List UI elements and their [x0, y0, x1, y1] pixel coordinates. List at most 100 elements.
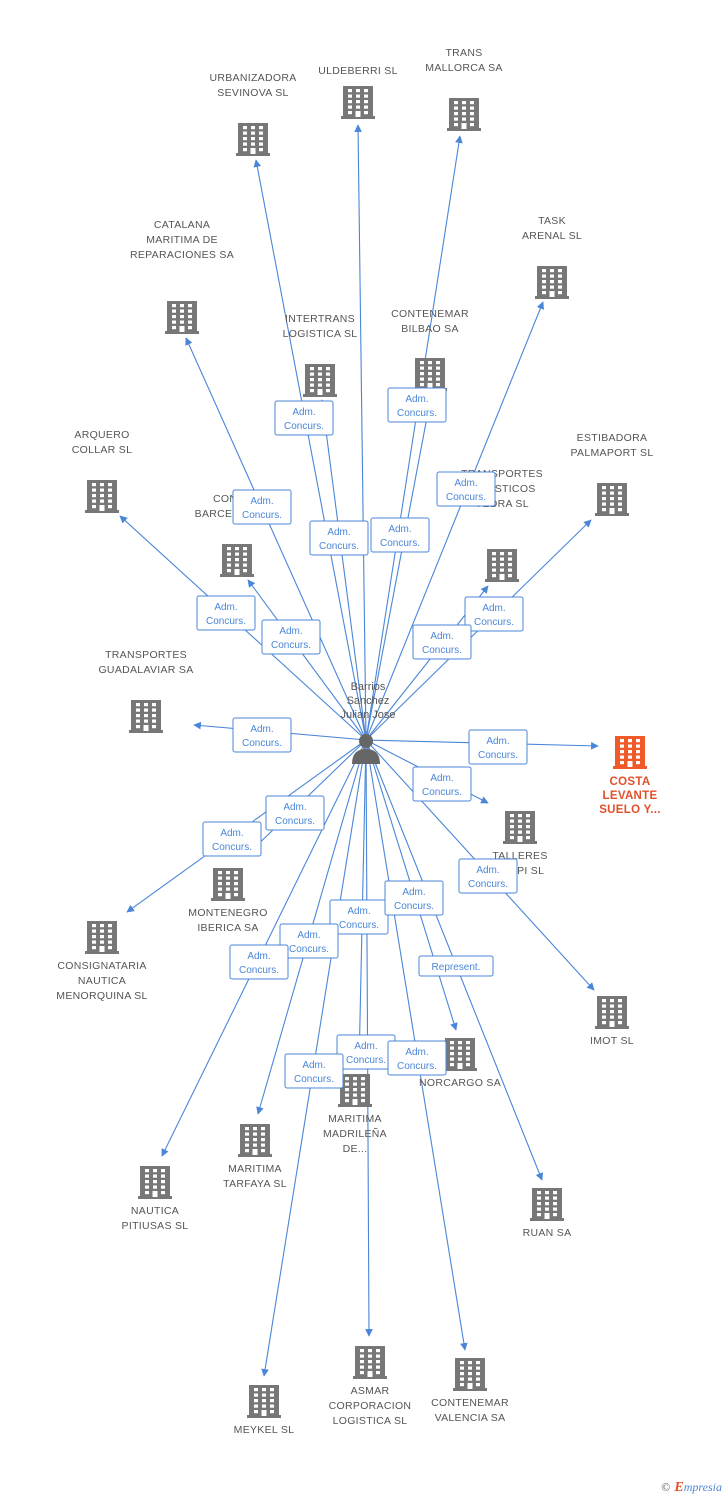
relation-text: Adm. [302, 1060, 325, 1071]
company-label-line: CONSIGNATARIA [57, 960, 146, 972]
relation-label-ruan[interactable]: Adm.Concurs. [384, 880, 444, 916]
relation-text: Concurs. [339, 920, 379, 931]
relation-label-estibadora[interactable]: Adm.Concurs. [464, 596, 524, 632]
relation-box [309, 520, 369, 556]
relation-label-urbanizadora[interactable]: Adm.Concurs. [232, 489, 292, 525]
building-icon[interactable] [443, 1038, 477, 1071]
relation-label-maritima-tarfaya[interactable]: Adm.Concurs. [279, 923, 339, 959]
building-icon[interactable] [85, 480, 119, 513]
building-icon[interactable] [447, 98, 481, 131]
relation-label-costa-levante[interactable]: Adm.Concurs. [468, 729, 528, 765]
relation-text: Concurs. [242, 738, 282, 749]
relation-label-imot[interactable]: Adm.Concurs. [458, 858, 518, 894]
relation-label-transportes-vedra[interactable]: Adm.Concurs. [412, 624, 472, 660]
relation-text: Adm. [297, 930, 320, 941]
relation-text: Adm. [405, 394, 428, 405]
relation-label-contenemar-valencia[interactable]: Adm.Concurs. [387, 1040, 447, 1076]
relation-label-meykel[interactable]: Adm.Concurs. [284, 1053, 344, 1089]
building-icon[interactable] [129, 700, 163, 733]
relation-text: Concurs. [271, 640, 311, 651]
company-node-imot[interactable]: IMOT SL [590, 996, 634, 1047]
footer-brand[interactable]: ©Empresia [661, 1480, 722, 1496]
building-icon[interactable] [238, 1124, 272, 1157]
relation-label-talleres[interactable]: Adm.Concurs. [412, 766, 472, 802]
company-node-uldeberri[interactable]: ULDEBERRI SL [318, 65, 397, 119]
building-icon[interactable] [236, 123, 270, 156]
building-icon[interactable] [485, 549, 519, 582]
building-icon[interactable] [453, 1358, 487, 1391]
company-label-line: BILBAO SA [401, 323, 459, 335]
company-label-line: IMOT SL [590, 1035, 634, 1047]
building-icon[interactable] [595, 996, 629, 1029]
relation-text: Adm. [347, 906, 370, 917]
building-icon[interactable] [595, 483, 629, 516]
relation-label-contenemar-bilbao[interactable]: Adm.Concurs. [387, 387, 447, 423]
company-node-maritima-madrilena[interactable]: MARITIMAMADRILEÑADE... [323, 1074, 387, 1155]
company-label-line: MALLORCA SA [425, 62, 502, 74]
building-icon[interactable] [211, 868, 245, 901]
company-node-meykel[interactable]: MEYKEL SL [234, 1385, 295, 1436]
relation-box [232, 489, 292, 525]
relation-label-guadalaviar[interactable]: Adm.Concurs. [232, 717, 292, 753]
building-icon[interactable] [85, 921, 119, 954]
company-label-line: NAUTICA [78, 975, 126, 987]
relation-label-consignataria[interactable]: Adm.Concurs. [202, 821, 262, 857]
building-icon[interactable] [341, 86, 375, 119]
relation-label-arquero[interactable]: Adm.Concurs. [196, 595, 256, 631]
relation-box [412, 766, 472, 802]
relation-label-maritima-madrilena[interactable]: Adm. Concurs. [329, 899, 389, 935]
building-icon[interactable] [353, 1346, 387, 1379]
company-label-line: MADRILEÑA [323, 1127, 387, 1140]
building-icon[interactable] [535, 266, 569, 299]
building-icon[interactable] [138, 1166, 172, 1199]
relation-label-norcargo[interactable]: Represent. [418, 955, 494, 977]
relation-label-montenegro[interactable]: Adm.Concurs. [265, 795, 325, 831]
relation-label-trans-mallorca[interactable]: Adm.Concurs. [370, 517, 430, 553]
relation-box [384, 880, 444, 916]
building-icon[interactable] [413, 358, 447, 391]
building-icon[interactable] [247, 1385, 281, 1418]
relation-label-nautica-pitiusas[interactable]: Adm.Concurs. [229, 944, 289, 980]
building-icon[interactable] [613, 736, 647, 769]
relation-label-asmar[interactable]: Adm.Concurs. [336, 1034, 396, 1070]
relation-label-cont-barcelona[interactable]: Adm.Concurs. [261, 619, 321, 655]
building-icon[interactable] [530, 1188, 564, 1221]
relation-box [229, 944, 289, 980]
company-node-norcargo[interactable]: NORCARGO SA [419, 1038, 501, 1089]
company-node-ruan[interactable]: RUAN SA [523, 1188, 572, 1239]
relation-label-uldeberri[interactable]: Adm.Concurs. [309, 520, 369, 556]
building-icon[interactable] [303, 364, 337, 397]
building-icon[interactable] [220, 544, 254, 577]
building-icon[interactable] [165, 301, 199, 334]
edge-trans-mallorca [365, 135, 463, 741]
copyright-symbol: © [661, 1480, 671, 1494]
relation-box [436, 471, 496, 507]
company-label-line: COSTA [610, 776, 651, 788]
relation-text: Concurs. [474, 617, 514, 628]
company-label-line: TARFAYA SL [223, 1178, 287, 1190]
person-icon[interactable] [352, 734, 380, 764]
building-icon[interactable] [503, 811, 537, 844]
relation-label-task-arenal[interactable]: Adm.Concurs. [436, 471, 496, 507]
building-icon[interactable] [338, 1074, 372, 1107]
relation-text: Adm. [283, 802, 306, 813]
relation-label-intertrans[interactable]: Adm.Concurs. [274, 400, 334, 436]
